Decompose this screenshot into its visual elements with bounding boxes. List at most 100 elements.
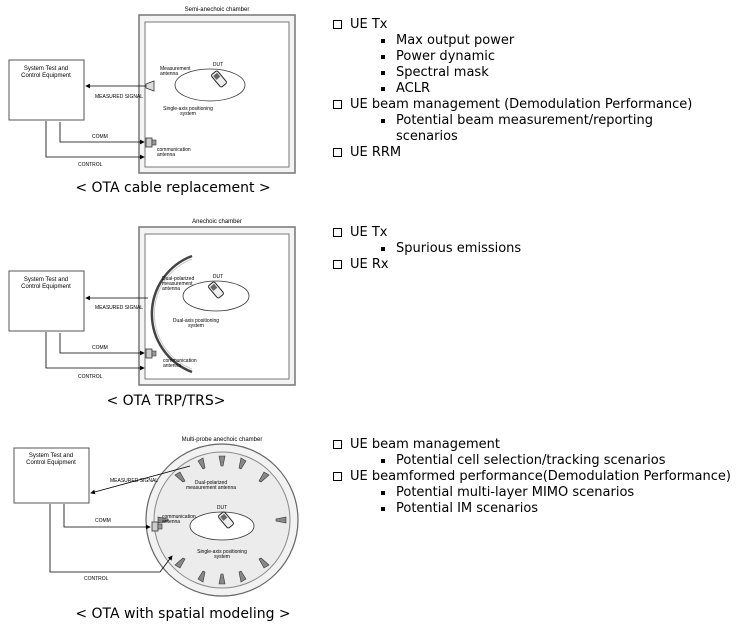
probe-antennas (157, 455, 287, 585)
list-item: UE Tx (332, 225, 521, 241)
positioning-label-line1: Single-axis positioning (197, 549, 247, 555)
dut-label: DUT (213, 62, 223, 68)
list-subitem: Spurious emissions (332, 241, 521, 257)
dut-phone-icon (211, 70, 227, 88)
probe-icon (258, 471, 270, 483)
probe-icon (174, 557, 186, 569)
list-item: UE beamformed performance(Demodulation P… (332, 469, 731, 485)
probe-icon (258, 557, 270, 569)
probe-icon (157, 516, 169, 524)
requirements-list-1: UE Tx Max output power Power dynamic Spe… (332, 17, 706, 161)
measurement-antenna-label-line1: Measurement (160, 66, 191, 72)
measurement-antenna-label-line2: measurement (162, 281, 193, 287)
list-subitem: ACLR (332, 81, 706, 97)
list-subitem: Potential cell selection/tracking scenar… (332, 453, 731, 469)
caption: < OTA TRP/TRS> (106, 393, 225, 409)
list-item: UE Rx (332, 257, 521, 273)
positioning-label-line2: system (214, 554, 230, 560)
comm-line (59, 333, 145, 356)
probe-icon (275, 516, 287, 524)
probe-icon (238, 570, 247, 583)
control-line (49, 504, 173, 573)
comm-label: COMM (92, 134, 108, 140)
equipment-label-line2: Control Equipment (21, 284, 71, 290)
comm-label: COMM (92, 345, 108, 351)
positioning-label-line1: Dual-axis positioning (173, 318, 219, 324)
measurement-antenna-label-line1: Dual-polarized (162, 276, 194, 282)
control-label: CONTROL (78, 162, 103, 168)
equipment-label-line2: Control Equipment (26, 460, 76, 466)
list-subitem: Power dynamic (332, 49, 706, 65)
probe-icon (197, 570, 206, 583)
positioning-label-line2: system (180, 111, 196, 117)
measured-signal-line (90, 465, 191, 495)
comm-antenna-label-line1: communication (162, 514, 196, 520)
equipment-label-line1: System Test and (24, 277, 68, 283)
list-subitem: Potential IM scenarios (332, 501, 731, 517)
equipment-label-line1: System Test and (24, 66, 68, 72)
chamber-label: Multi-probe anechoic chamber (182, 437, 263, 443)
list-subitem: Potential beam measurement/reporting sce… (332, 113, 706, 145)
equipment-box (13, 447, 90, 504)
communication-antenna-icon (145, 137, 157, 148)
comm-antenna-label-line2: antenna (163, 363, 181, 369)
measurement-antenna-label-line2: antenna (160, 71, 178, 77)
requirements-list-3: UE beam management Potential cell select… (332, 437, 731, 517)
requirements-list-2: UE Tx Spurious emissions UE Rx (332, 225, 521, 273)
probe-icon (197, 457, 206, 470)
comm-line (63, 504, 151, 530)
positioning-platform (174, 68, 246, 102)
comm-label: COMM (95, 518, 111, 524)
comm-line (59, 122, 145, 145)
probe-icon (238, 457, 247, 470)
panel-ota-trp-trs: Anechoic chamber System Test and Control… (8, 219, 296, 409)
measurement-arc-icon (150, 254, 193, 374)
positioning-label-line1: Single-axis positioning (163, 106, 213, 112)
measurement-antenna-label-line2: measurement antenna (186, 485, 236, 491)
list-subitem: Potential multi-layer MIMO scenarios (332, 485, 731, 501)
panel-ota-spatial-modeling: Multi-probe anechoic chamber System Test… (13, 437, 299, 622)
dut-phone-icon (218, 511, 234, 529)
list-item: UE beam management (Demodulation Perform… (332, 97, 706, 113)
chamber-label: Anechoic chamber (192, 219, 242, 225)
probe-icon (174, 471, 186, 483)
positioning-label-line2: system (188, 323, 204, 329)
dut-label: DUT (217, 505, 227, 511)
comm-antenna-label-line1: communication (163, 358, 197, 364)
control-label: CONTROL (84, 576, 109, 582)
chamber-label: Semi-anechoic chamber (185, 7, 250, 13)
measurement-antenna-icon (145, 80, 155, 92)
measured-signal-label: MEASURED SIGNAL (95, 94, 143, 100)
measurement-arc-inner (153, 258, 193, 370)
comm-antenna-label-line2: antenna (157, 152, 175, 158)
positioning-platform (189, 511, 255, 541)
dut-phone-icon (208, 281, 224, 299)
communication-antenna-icon (145, 348, 157, 359)
comm-antenna-label-line2: antenna (162, 519, 180, 525)
probe-icon (218, 573, 226, 585)
list-item: UE Tx (332, 17, 706, 33)
control-label: CONTROL (78, 374, 103, 380)
measurement-antenna-label-line3: antenna (162, 286, 180, 292)
panel-ota-cable-replacement: Semi-anechoic chamber System Test and Co… (8, 7, 296, 196)
equipment-label-line1: System Test and (29, 453, 73, 459)
probe-icon (218, 455, 226, 467)
list-item: UE beam management (332, 437, 731, 453)
list-item: UE RRM (332, 145, 706, 161)
list-subitem: Max output power (332, 33, 706, 49)
equipment-box (8, 59, 85, 121)
control-line (45, 121, 145, 160)
measured-signal-label: MEASURED SIGNAL (110, 478, 158, 484)
dut-label: DUT (213, 274, 223, 280)
comm-antenna-label-line1: communication (157, 147, 191, 153)
equipment-box (8, 270, 85, 332)
caption: < OTA with spatial modeling > (75, 606, 290, 622)
control-line (45, 332, 145, 371)
communication-antenna-icon (151, 521, 163, 532)
measured-signal-label: MEASURED SIGNAL (95, 305, 143, 311)
caption: < OTA cable replacement > (75, 180, 270, 196)
list-subitem: Spectral mask (332, 65, 706, 81)
measurement-antenna-label-line1: Dual-polarized (195, 480, 227, 486)
equipment-label-line2: Control Equipment (21, 73, 71, 79)
